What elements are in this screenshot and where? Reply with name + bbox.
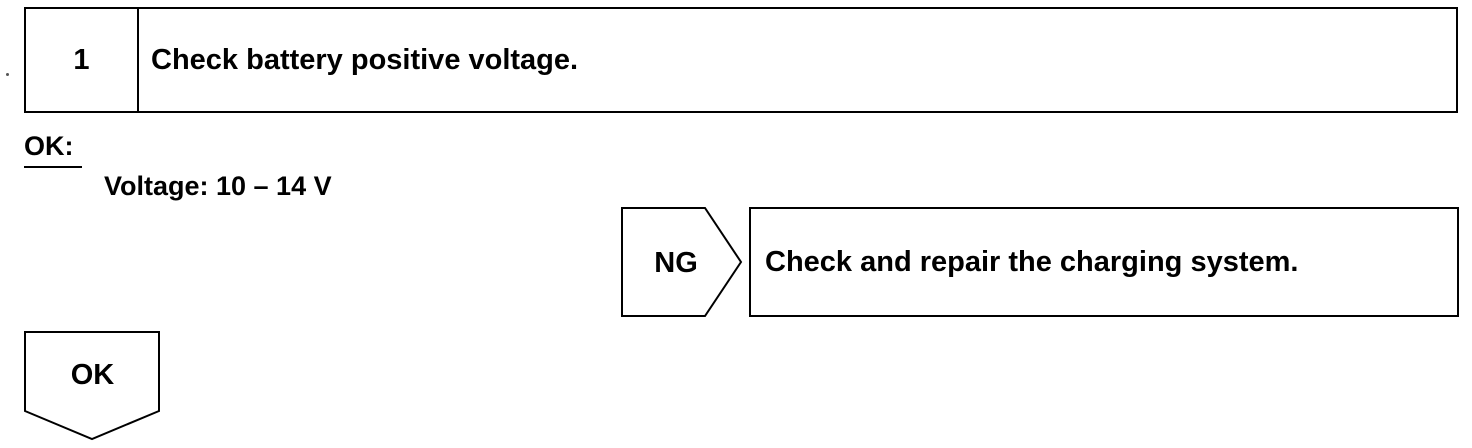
ok-criteria-label: OK: bbox=[24, 131, 74, 161]
ok-criteria-underline bbox=[24, 166, 82, 168]
voltage-spec: Voltage: 10 – 14 V bbox=[104, 171, 332, 201]
ng-label: NG bbox=[654, 247, 698, 279]
ok-arrow-shape bbox=[24, 331, 160, 441]
step-title: Check battery positive voltage. bbox=[151, 43, 579, 76]
ng-action-text: Check and repair the charging system. bbox=[765, 245, 1299, 278]
ok-arrow-label: OK bbox=[70, 359, 115, 391]
ng-action-box: Check and repair the charging system. bbox=[749, 207, 1459, 317]
step-header: 1 Check battery positive voltage. bbox=[24, 7, 1458, 113]
step-number: 1 bbox=[26, 9, 139, 111]
ng-arrow-shape bbox=[621, 207, 743, 317]
stray-mark bbox=[6, 73, 9, 76]
